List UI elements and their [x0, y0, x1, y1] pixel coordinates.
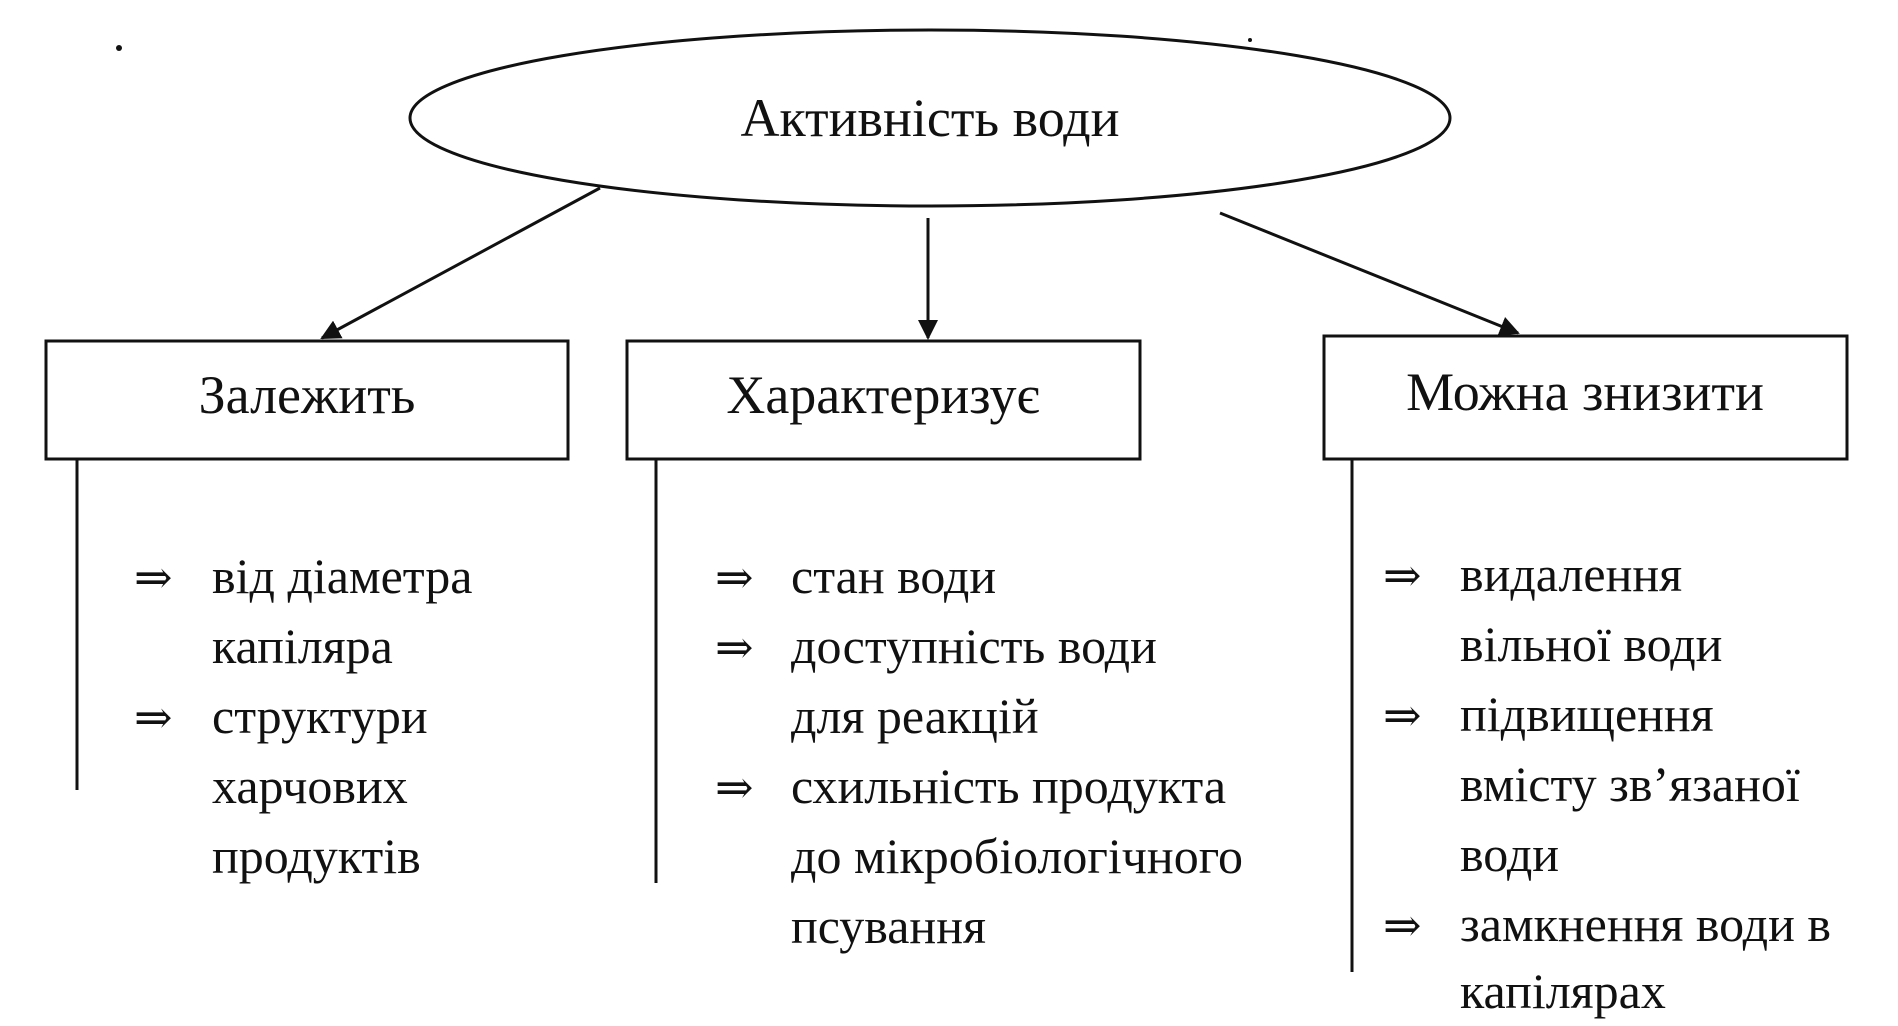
item-line: від діаметра	[212, 548, 472, 604]
list-item: ⇒ структури харчових продуктів	[134, 688, 428, 884]
bullet-arrow-icon: ⇒	[715, 550, 754, 604]
item-list-characterizes: ⇒ стан води ⇒ доступність води для реакц…	[715, 548, 1243, 954]
item-line: харчових	[212, 758, 408, 814]
connector-arrows	[320, 186, 1520, 340]
item-line: вільної води	[1460, 616, 1722, 672]
root-node: Активність води	[408, 28, 1452, 208]
root-ellipse	[408, 28, 1452, 208]
item-line: структури	[212, 688, 428, 744]
item-line: псування	[791, 898, 986, 954]
list-item: ⇒ схильність продукта до мікробіологічно…	[715, 758, 1243, 954]
item-line: вмісту зв’язаної	[1460, 756, 1800, 812]
bullet-arrow-icon: ⇒	[134, 550, 173, 604]
branch-depends: Залежить ⇒ від діаметра капіляра ⇒ струк…	[44, 339, 570, 884]
branch-label-can-reduce: Можна знизити	[1406, 362, 1764, 422]
item-line: замкнення води в	[1460, 896, 1831, 952]
item-line: схильність продукта	[791, 758, 1226, 814]
branch-box-can-reduce	[1322, 334, 1849, 461]
list-item: ⇒ доступність води для реакцій	[715, 618, 1157, 744]
branch-label-depends: Залежить	[199, 365, 416, 425]
list-item: ⇒ видалення вільної води	[1383, 546, 1722, 672]
arrow-to-branch-1	[320, 186, 601, 340]
item-line: води	[1460, 826, 1559, 882]
bullet-arrow-icon: ⇒	[1383, 688, 1422, 742]
branch-can-reduce: Можна знизити ⇒ видалення вільної води ⇒…	[1322, 334, 1849, 1019]
arrow-to-branch-3	[1219, 211, 1520, 336]
bullet-arrow-icon: ⇒	[715, 760, 754, 814]
item-line: до мікробіологічного	[791, 828, 1243, 884]
branch-box-characterizes	[625, 339, 1142, 461]
branch-characterizes: Характеризує ⇒ стан води ⇒ доступність в…	[625, 339, 1243, 954]
item-list-can-reduce: ⇒ видалення вільної води ⇒ підвищення вм…	[1383, 546, 1831, 1019]
item-line: видалення	[1460, 546, 1682, 602]
item-list-depends: ⇒ від діаметра капіляра ⇒ структури харч…	[134, 548, 472, 884]
list-item: ⇒ підвищення вмісту зв’язаної води	[1383, 686, 1800, 882]
list-item: ⇒ від діаметра капіляра	[134, 548, 472, 674]
item-line: капілярах	[1460, 963, 1666, 1019]
bullet-arrow-icon: ⇒	[134, 690, 173, 744]
scan-speck	[1248, 38, 1252, 42]
item-line: стан води	[791, 548, 996, 604]
list-item: ⇒ стан води	[715, 548, 996, 604]
item-line: доступність води	[791, 618, 1157, 674]
branch-box-depends	[44, 339, 570, 461]
scan-speck	[116, 45, 122, 51]
branch-label-characterizes: Характеризує	[726, 365, 1039, 425]
item-line: для реакцій	[791, 688, 1039, 744]
bullet-arrow-icon: ⇒	[1383, 898, 1422, 952]
item-line: підвищення	[1460, 686, 1714, 742]
bullet-arrow-icon: ⇒	[715, 620, 754, 674]
list-item: ⇒ замкнення води в капілярах	[1383, 896, 1831, 1019]
root-label: Активність води	[740, 88, 1119, 148]
item-line: продуктів	[212, 828, 421, 884]
item-line: капіляра	[212, 618, 393, 674]
bullet-arrow-icon: ⇒	[1383, 548, 1422, 602]
